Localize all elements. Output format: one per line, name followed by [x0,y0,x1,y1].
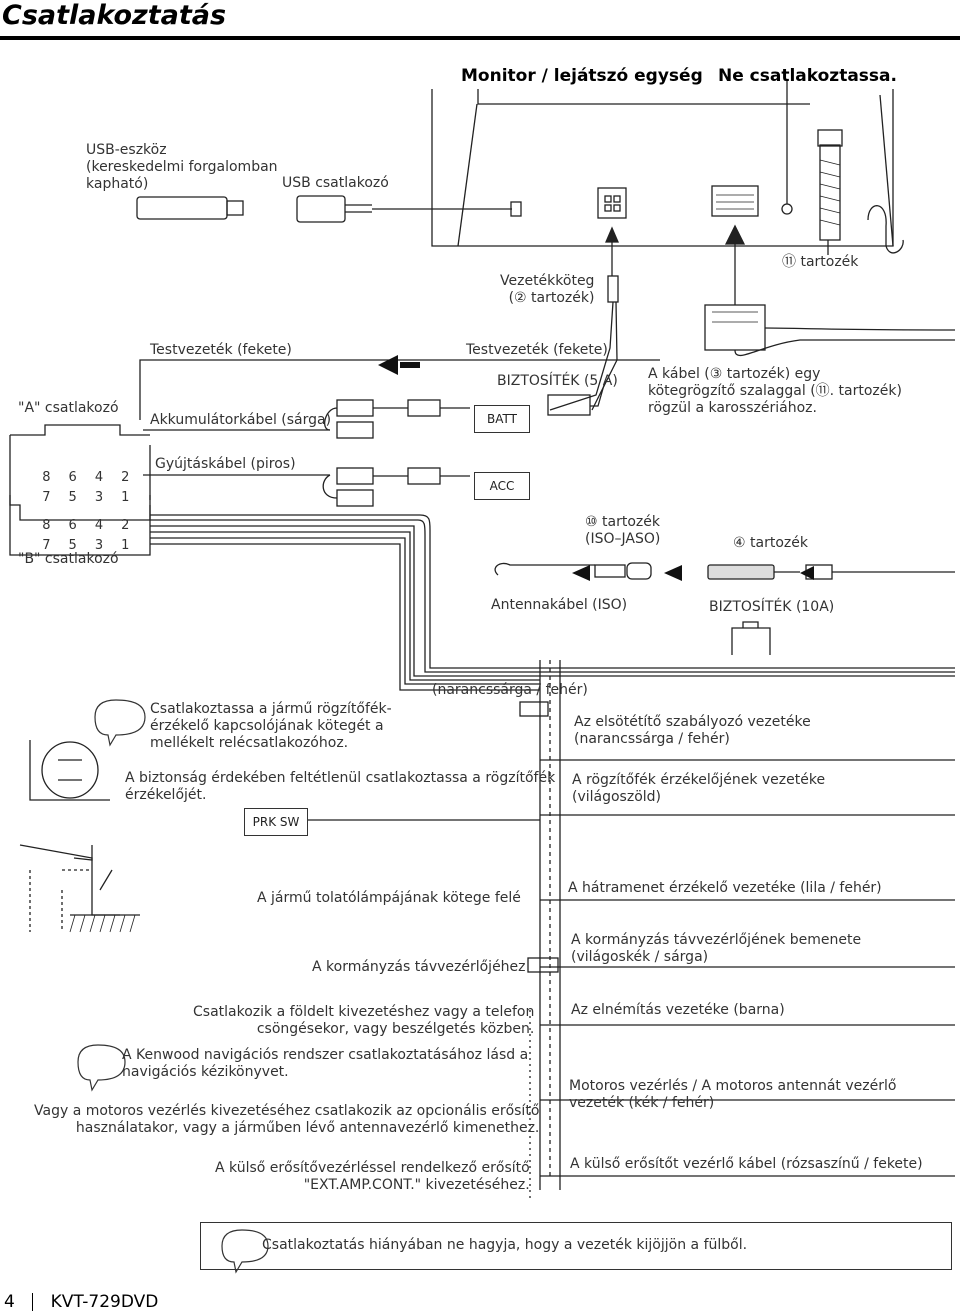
relay-note: Csatlakoztassa a jármű rögzítőfék- érzék… [150,701,392,751]
page-number: 4 [4,1292,15,1312]
steering-to-label: A kormányzás távvezérlőjéhez [312,959,526,975]
accessory-10-label: ⑩ tartozék (ISO–JASO) [585,514,661,547]
model-name: KVT-729DVD [50,1292,159,1312]
note-bubble-shape-2 [77,1044,126,1092]
usb-device-label: USB-eszköz (kereskedelmi forgalomban kap… [86,142,278,192]
dimmer-wire-label: Az elsötétítő szabályozó vezetéke (naran… [574,714,811,747]
motor-connect-label: Vagy a motoros vezérlés kivezetéséhez cs… [34,1103,540,1136]
usb-terminal-label: USB csatlakozó [282,175,389,191]
fuse-10a-label: BIZTOSÍTÉK (10A) [709,599,835,615]
connector-b-outline [9,495,151,556]
motor-wire-label: Motoros vezérlés / A motoros antennát ve… [569,1078,897,1111]
batt-tag: BATT [474,405,530,433]
accessory-4-label: ④ tartozék [733,535,808,551]
safety-note: A biztonság érdekében feltétlenül csatla… [125,770,556,803]
fuse-5a-label: BIZTOSÍTÉK (5 A) [497,373,618,389]
accessory-11-label: ⑪ tartozék [782,254,859,270]
test-lead-left-label: Testvezeték (fekete) [150,342,292,358]
navi-note: A Kenwood navigációs rendszer csatlakozt… [122,1047,529,1080]
ext-amp-wire-label: A külső erősítőt vezérlő kábel (rózsaszí… [570,1156,923,1172]
fuse-10a [731,621,771,655]
mute-connect-label: Csatlakozik a földelt kivezetéshez vagy … [193,1004,535,1037]
note-bubble-shape-3 [221,1229,269,1274]
test-lead-right-label: Testvezeték (fekete) [466,342,608,358]
acc-tag: ACC [474,472,530,500]
unit-label: Monitor / lejátszó egység [461,66,703,86]
battery-wire-label: Akkumulátorkábel (sárga) [150,412,332,428]
harness-socket [597,187,627,219]
iso-socket [711,185,759,217]
usb-stick [136,196,228,220]
no-connect-label: Ne csatlakoztassa. [718,66,897,86]
footer-divider [32,1293,34,1311]
connector-a-label: "A" csatlakozó [18,400,119,416]
page-title: Csatlakoztatás [2,0,227,31]
cable-note: A kábel (③ tartozék) egy kötegrögzítő sz… [648,366,902,416]
ext-amp-connect-label: A külső erősítővezérléssel rendelkező er… [215,1160,530,1193]
reverse-lamp-label: A jármű tolatólámpájának kötege felé [257,890,521,906]
orange-white-label: (narancssárga / fehér) [432,682,588,698]
title-rule [0,36,960,40]
antenna-cable-label: Antennakábel (ISO) [491,597,628,613]
ignition-wire-label: Gyújtáskábel (piros) [155,456,296,472]
fuse-5a-holder [547,394,591,416]
brake-sensor-label: A rögzítőfék érzékelőjének vezetéke (vil… [572,772,826,805]
footer: 4 KVT-729DVD [4,1292,158,1312]
reverse-sensor-label: A hátramenet érzékelő vezetéke (lila / f… [568,880,882,896]
no-connect-note: Csatlakoztatás hiányában ne hagyja, hogy… [262,1237,748,1253]
prk-sw-tag: PRK SW [244,808,308,836]
connector-b-label: "B" csatlakozó [18,551,119,567]
no-connect-notebox [200,1222,952,1270]
harness-label: Vezetékköteg (② tartozék) [500,273,595,306]
steering-input-label: A kormányzás távvezérlőjének bemenete (v… [571,932,862,965]
usb-connector-shape [296,195,346,223]
mute-wire-label: Az elnémítás vezetéke (barna) [571,1002,785,1018]
note-bubble-shape-1 [94,699,146,747]
head-unit-outline [431,89,894,247]
